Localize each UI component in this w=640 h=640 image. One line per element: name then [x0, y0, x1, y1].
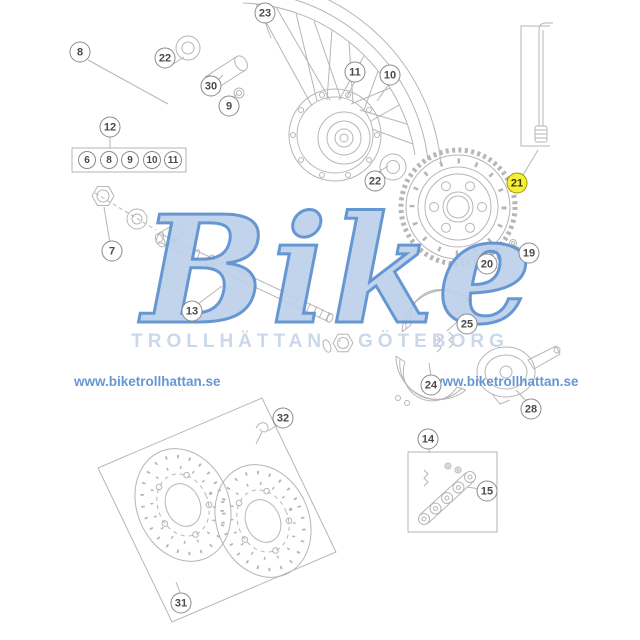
callout-15: 15	[476, 480, 498, 502]
callout-20: 20	[476, 253, 498, 275]
callout-11: 11	[344, 61, 366, 83]
callout-24: 24	[420, 374, 442, 396]
callout-11: 11	[164, 151, 182, 169]
callout-14: 14	[417, 428, 439, 450]
callout-22: 22	[154, 47, 176, 69]
callout-12: 12	[99, 116, 121, 138]
rear-sprocket	[398, 147, 518, 267]
callout-28: 28	[520, 398, 542, 420]
legend-box	[71, 147, 187, 173]
callout-7: 7	[101, 240, 123, 262]
callout-22: 22	[364, 170, 386, 192]
wheel-hub	[288, 88, 382, 182]
brake-shoes	[395, 289, 473, 406]
callout-30: 30	[200, 75, 222, 97]
wheel-rim	[242, 0, 442, 166]
callout-8: 8	[69, 41, 91, 63]
axle-hardware	[91, 186, 182, 248]
callout-8: 8	[100, 151, 118, 169]
callout-21: 21	[506, 172, 528, 194]
callout-9: 9	[218, 95, 240, 117]
spoke-with-dimension	[520, 22, 553, 147]
callout-10: 10	[143, 151, 161, 169]
callout-9: 9	[121, 151, 139, 169]
callout-25: 25	[456, 313, 478, 335]
axle-nut	[322, 333, 354, 353]
callout-31: 31	[170, 592, 192, 614]
brake-panel	[476, 345, 561, 405]
callout-6: 6	[78, 151, 96, 169]
callout-19: 19	[518, 242, 540, 264]
leader-lines	[87, 21, 539, 596]
hub-bearing-upper	[175, 35, 201, 61]
callout-13: 13	[181, 300, 203, 322]
brake-disc-box	[97, 397, 337, 623]
callout-23: 23	[254, 2, 276, 24]
callout-32: 32	[272, 407, 294, 429]
circlip	[233, 87, 245, 99]
rear-axle	[155, 232, 334, 323]
callout-10: 10	[379, 64, 401, 86]
